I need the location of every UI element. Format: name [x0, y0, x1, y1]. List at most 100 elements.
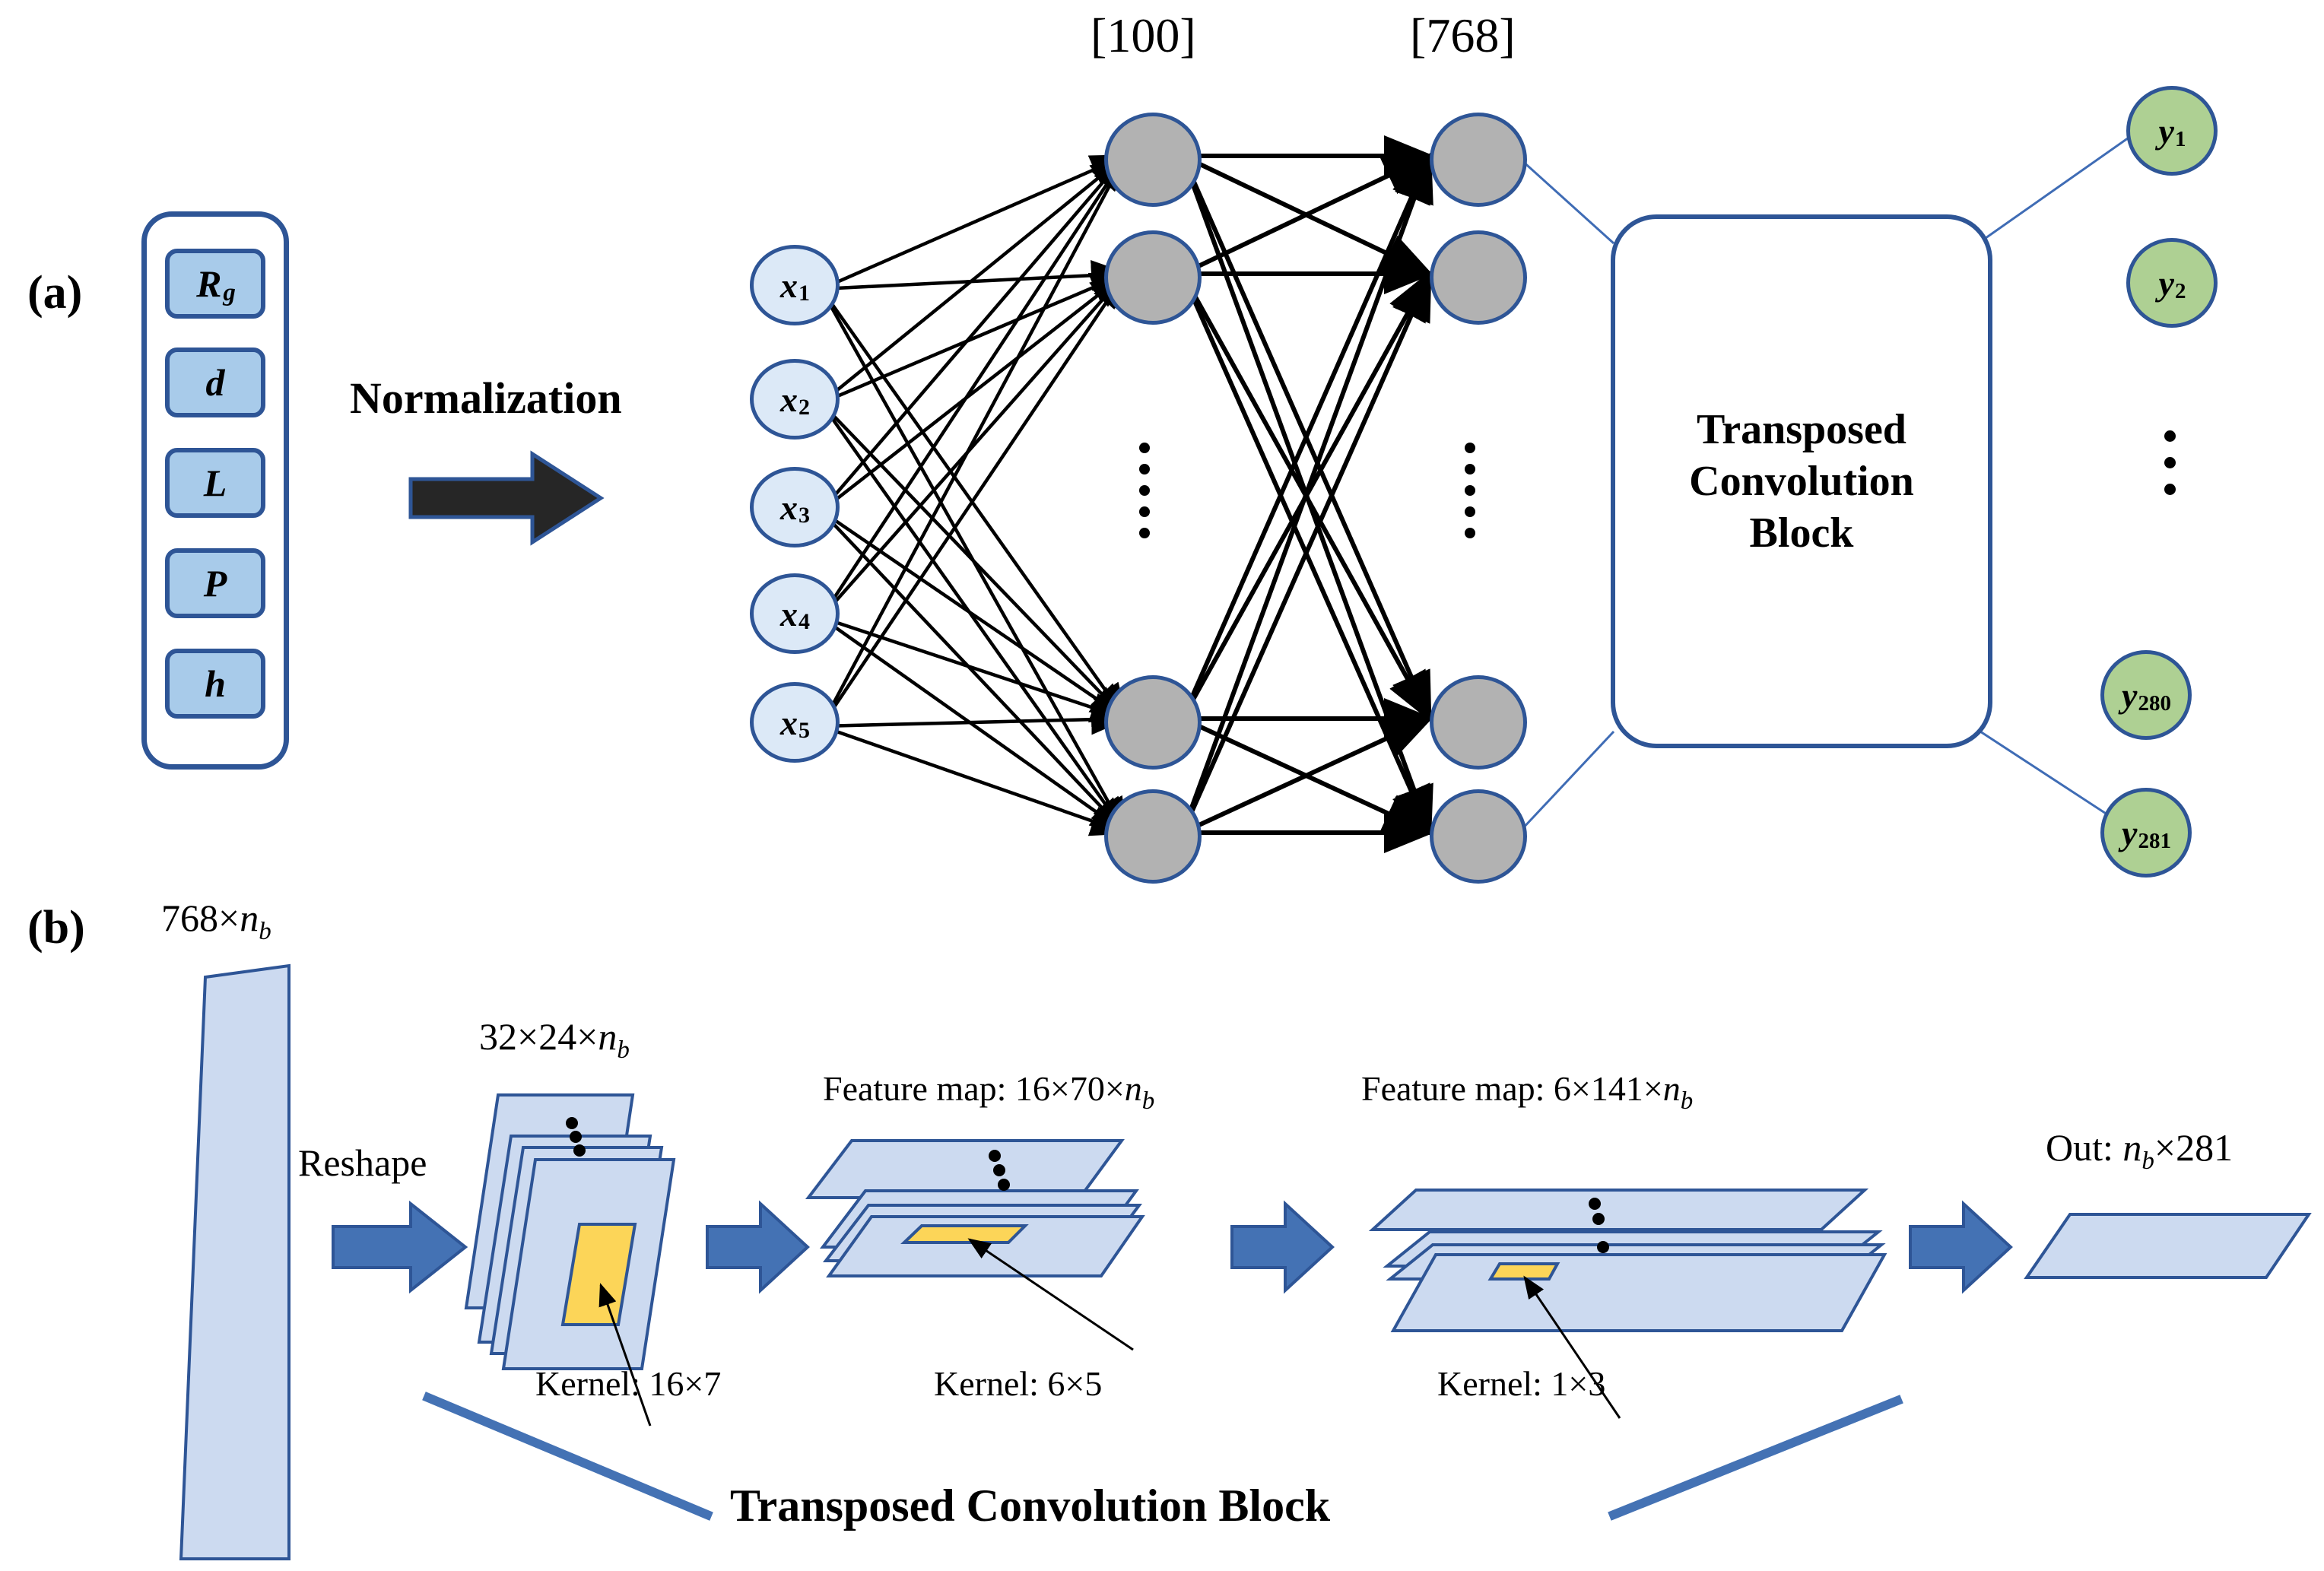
transposed-convolution-block-caption: Transposed Convolution Block	[730, 1481, 1331, 1531]
input-node-sub: 1	[798, 281, 810, 306]
hidden1-vertical-ellipsis	[1139, 437, 1150, 544]
reshape-label: Reshape	[298, 1141, 427, 1184]
tconv-line-3: Block	[1749, 509, 1854, 557]
output-label-suffix: ×281	[2154, 1126, 2234, 1169]
reshaped-prefix: 32×24×	[479, 1015, 598, 1058]
normalization-arrow	[408, 450, 605, 546]
output-node-sub: 280	[2138, 690, 2171, 716]
input-feature-box-4[interactable]: h	[165, 649, 265, 719]
panel-a-letter: (a)	[27, 267, 83, 319]
input-node-label: x	[780, 594, 798, 633]
input-feature-label: d	[205, 361, 225, 404]
tconv-line-1: Transposed	[1697, 405, 1907, 453]
hidden1-node-3[interactable]	[1104, 675, 1202, 770]
input-node-label: x	[780, 487, 798, 527]
hidden-layer-2-size-label: [768]	[1410, 8, 1516, 62]
output-tensor-label: Out: nb×281	[2046, 1125, 2234, 1175]
transposed-convolution-block[interactable]: Transposed Convolution Block	[1611, 214, 1992, 748]
conv-arrow-3	[1909, 1200, 2013, 1294]
feature-map-stack-1	[805, 1139, 1145, 1351]
kernel-label-1: Kernel: 16×7	[535, 1364, 722, 1403]
reshape-arrow	[332, 1200, 468, 1294]
hidden1-node-4[interactable]	[1104, 789, 1202, 884]
input-tensor-prefix: 768×	[161, 897, 240, 939]
panel-b-letter: (b)	[27, 902, 85, 954]
output-node-sub: 2	[2174, 278, 2186, 303]
input-feature-label: L	[203, 462, 227, 504]
conv-arrow-2	[1230, 1200, 1335, 1294]
output-vertical-ellipsis	[2164, 423, 2176, 503]
input-feature-label: h	[205, 662, 226, 705]
hidden2-node-1[interactable]	[1430, 113, 1527, 207]
feature-map-2-italic: n	[1662, 1069, 1681, 1108]
input-node-label: x	[780, 703, 798, 742]
reshaped-tensor-label: 32×24×nb	[479, 1014, 630, 1064]
normalization-label: Normalization	[350, 373, 622, 423]
block-bracket-lines	[422, 1392, 1903, 1521]
feature-map-label-1: Feature map: 16×70×nb	[823, 1068, 1154, 1115]
feature-map-2-sub: b	[1680, 1087, 1694, 1115]
input-feature-box-2[interactable]: L	[165, 448, 265, 518]
reshaped-stack	[464, 1093, 676, 1427]
feature-map-label-2: Feature map: 6×141×nb	[1361, 1068, 1693, 1115]
edges-hidden2-to-tconv	[1519, 158, 1615, 832]
input-node-label: x	[780, 265, 798, 305]
hidden2-node-2[interactable]	[1430, 230, 1527, 325]
feature-map-1-prefix: Feature map: 16×70×	[823, 1069, 1125, 1108]
input-node-sub: 5	[798, 718, 810, 743]
output-tensor-slab	[2024, 1213, 2312, 1279]
feature-map-stack-2	[1368, 1189, 1887, 1419]
edges-hidden1-to-hidden2	[1180, 135, 1434, 853]
hidden1-node-2[interactable]	[1104, 230, 1202, 325]
input-feature-label: R	[196, 262, 222, 305]
output-label-prefix: Out:	[2046, 1126, 2123, 1169]
conv-arrow-1	[706, 1200, 810, 1294]
edges-input-to-hidden1	[820, 153, 1129, 836]
input-tensor-label: 768×nb	[161, 896, 271, 945]
input-node-sub: 3	[798, 503, 810, 528]
input-tensor-italic: n	[240, 897, 259, 939]
reshaped-sub: b	[617, 1036, 630, 1064]
hidden2-node-4[interactable]	[1430, 789, 1527, 884]
output-label-italic: n	[2122, 1126, 2142, 1169]
hidden2-node-3[interactable]	[1430, 675, 1527, 770]
kernel-label-2: Kernel: 6×5	[934, 1364, 1103, 1403]
input-node-label: x	[780, 379, 798, 419]
input-tensor-slab	[179, 963, 290, 1560]
input-feature-box-3[interactable]: P	[165, 548, 265, 618]
feature-map-2-prefix: Feature map: 6×141×	[1361, 1069, 1663, 1108]
hidden-layer-1-size-label: [100]	[1091, 8, 1196, 62]
feature-map-1-italic: n	[1124, 1069, 1142, 1108]
output-node-label: y	[2122, 675, 2138, 715]
input-node-sub: 4	[798, 609, 810, 634]
input-feature-label: P	[203, 562, 227, 605]
output-label-sub: b	[2141, 1147, 2154, 1175]
input-tensor-sub: b	[259, 918, 271, 945]
output-node-sub: 281	[2138, 828, 2171, 853]
output-node-label: y	[2122, 813, 2138, 852]
reshaped-italic: n	[598, 1015, 618, 1058]
input-node-sub: 2	[798, 395, 810, 420]
output-node-label: y	[2158, 111, 2174, 151]
tconv-line-2: Convolution	[1689, 457, 1914, 505]
input-feature-box-1[interactable]: d	[165, 348, 265, 417]
output-node-label: y	[2158, 263, 2174, 303]
input-feature-sub: g	[223, 278, 236, 306]
kernel-label-3: Kernel: 1×3	[1437, 1364, 1606, 1403]
feature-map-1-sub: b	[1141, 1087, 1155, 1115]
hidden1-node-1[interactable]	[1104, 113, 1202, 207]
output-node-sub: 1	[2174, 126, 2186, 151]
